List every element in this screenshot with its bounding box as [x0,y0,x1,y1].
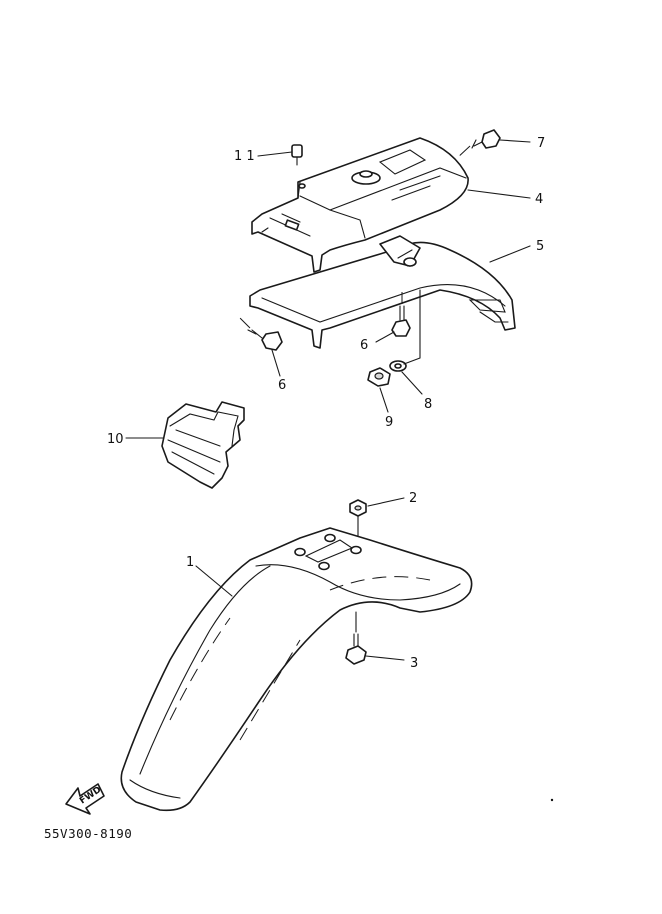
part-5-rear-fender [249,235,516,349]
part-1-front-fender [120,527,473,812]
bolt-6-right [391,292,411,337]
washer-8 [389,360,407,372]
leader-lines [125,139,531,661]
callout-9: 9 [385,415,393,430]
stray-dot [550,798,554,802]
part-10-pad [161,401,245,489]
bolt-7 [454,129,501,161]
callout-labels: 1 1 7 4 5 6 6 8 9 10 2 1 3 [107,136,545,671]
callout-6-left: 6 [278,378,286,393]
part-4-rear-cover [251,137,469,273]
bolt-11 [291,144,303,166]
bolt-6-left [239,317,283,351]
callout-1: 1 [186,555,194,570]
callout-7: 7 [537,136,545,151]
callout-3: 3 [410,656,418,671]
callout-6-right: 6 [360,338,368,353]
bolt-3 [345,611,367,665]
callout-4: 4 [535,192,543,207]
callout-11: 1 1 [234,149,255,164]
callout-10: 10 [107,432,124,447]
fwd-arrow: FWD [65,783,105,815]
diagram-code: 55V300-8190 [44,826,132,841]
callout-2: 2 [409,491,417,506]
callout-5: 5 [536,239,544,254]
callout-8: 8 [424,397,432,412]
nut-9 [367,367,391,387]
